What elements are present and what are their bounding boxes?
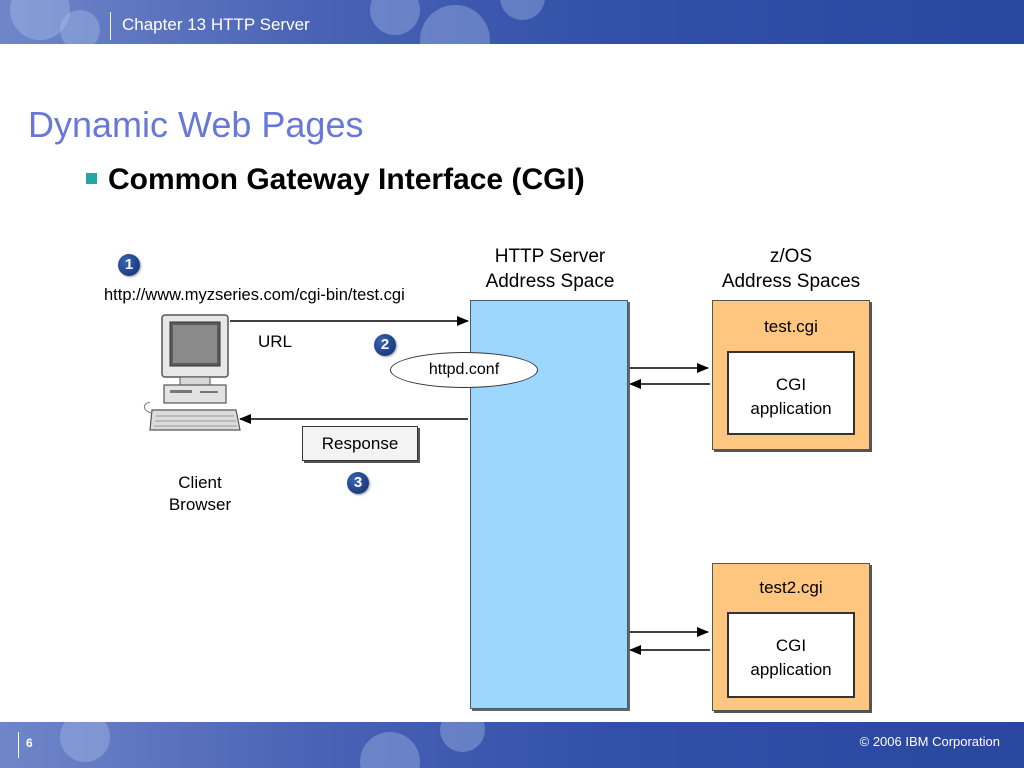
cgi-application-box: CGI application	[727, 351, 855, 435]
server-label: HTTP Server Address Space	[460, 244, 640, 294]
zos-box-title: test2.cgi	[759, 578, 823, 597]
band-decoration	[360, 732, 420, 768]
zos-address-space-test2-cgi: test2.cgi CGI application	[712, 563, 870, 711]
server-label-line2: Address Space	[485, 271, 615, 292]
response-box: Response	[302, 426, 418, 461]
cgi-app-line2: application	[750, 399, 832, 418]
client-label-line1: Client	[178, 473, 222, 492]
client-label-line2: Browser	[168, 495, 232, 514]
band-decoration	[60, 10, 100, 44]
step-2-badge: 2	[374, 334, 396, 356]
header-divider	[110, 12, 111, 40]
step-3-badge: 3	[347, 472, 369, 494]
client-browser-label: Client Browser	[150, 472, 250, 516]
server-label-line1: HTTP Server	[494, 246, 606, 267]
cgi-app-line1: CGI	[775, 636, 807, 655]
bullet-text: Common Gateway Interface (CGI)	[108, 163, 585, 196]
httpd-conf-oval: httpd.conf	[390, 352, 538, 388]
slide-title: Dynamic Web Pages	[28, 104, 364, 145]
cgi-app-line2: application	[750, 660, 832, 679]
request-url: http://www.myzseries.com/cgi-bin/test.cg…	[104, 286, 405, 304]
client-computer-icon	[143, 314, 241, 431]
zos-label-line1: z/OS	[769, 246, 813, 267]
bullet-square-icon	[86, 173, 97, 184]
zos-box-title: test.cgi	[764, 317, 818, 336]
cgi-app-line1: CGI	[775, 375, 807, 394]
zos-label: z/OS Address Spaces	[700, 244, 882, 294]
zos-label-line2: Address Spaces	[721, 271, 861, 292]
footer-divider	[18, 732, 19, 758]
step-1-badge: 1	[118, 254, 140, 276]
chapter-title: Chapter 13 HTTP Server	[122, 15, 310, 34]
copyright-text: © 2006 IBM Corporation	[859, 734, 1000, 749]
cgi-application-box: CGI application	[727, 612, 855, 698]
zos-address-space-test-cgi: test.cgi CGI application	[712, 300, 870, 450]
band-decoration	[60, 722, 110, 762]
header-band	[0, 0, 1024, 44]
page-number: 6	[26, 736, 33, 750]
band-decoration	[500, 0, 545, 20]
band-decoration	[440, 722, 485, 752]
url-label: URL	[258, 332, 293, 351]
footer-band	[0, 722, 1024, 768]
